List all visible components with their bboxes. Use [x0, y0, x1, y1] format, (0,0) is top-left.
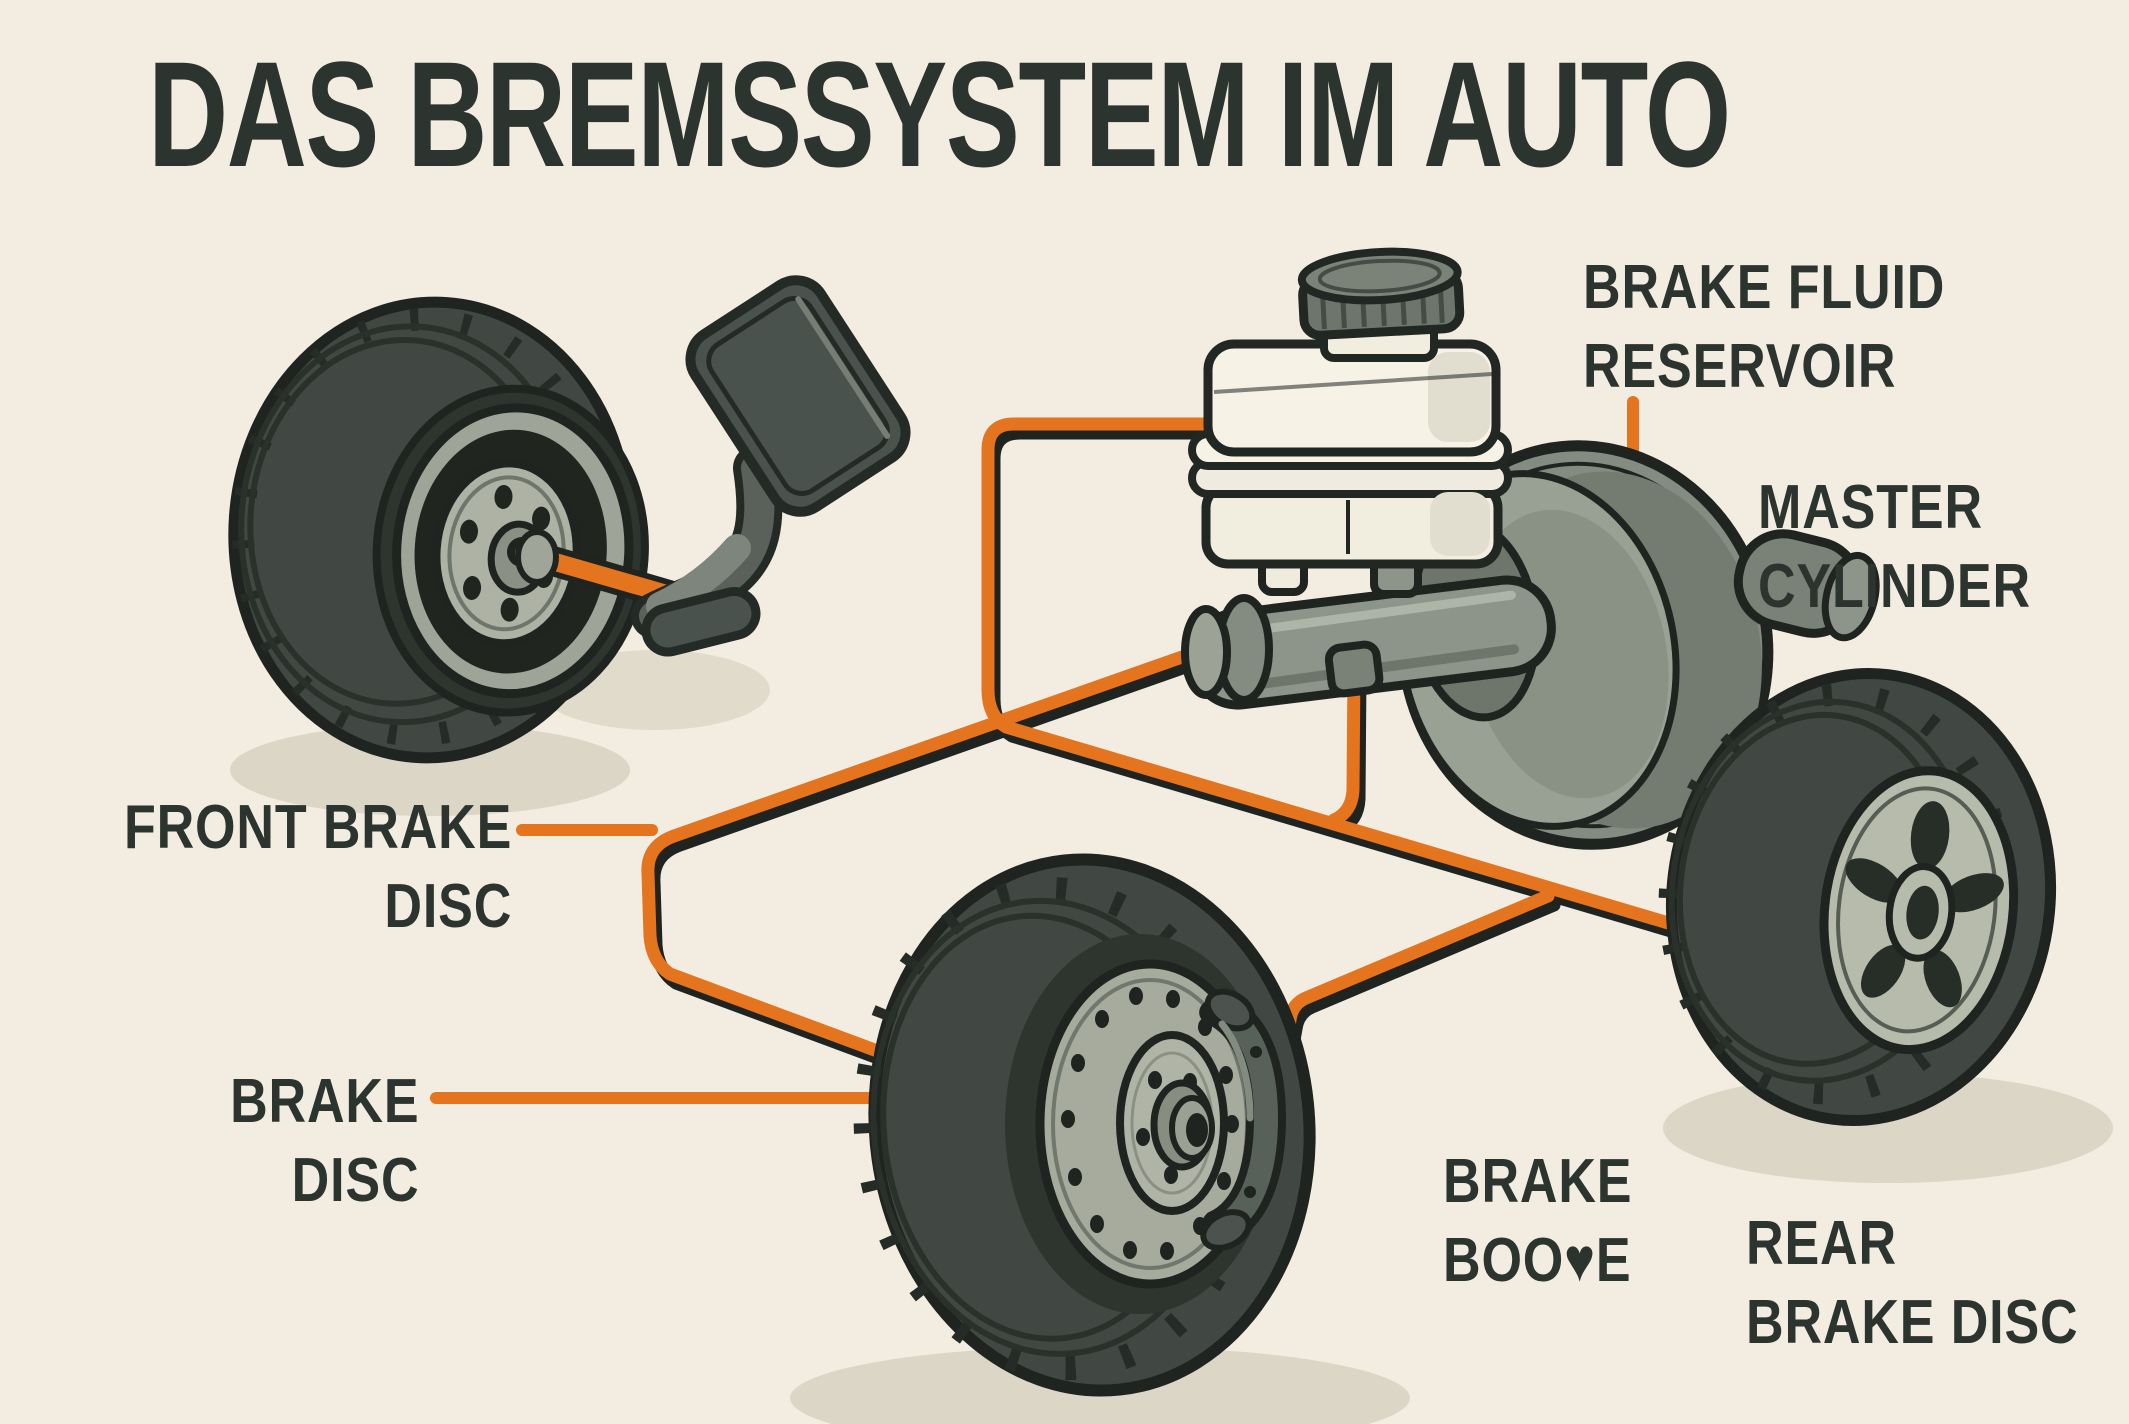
label-line: REAR	[1746, 1209, 1897, 1278]
rear-wheel	[1658, 667, 2057, 1127]
pedal-foot	[641, 587, 761, 657]
rim-spoke-openings	[1845, 801, 2004, 1008]
page-title: DAS BREMSSYSTEM IM AUTO	[148, 30, 1731, 198]
reservoir-shade	[1428, 352, 1490, 442]
cylinder-port	[1324, 640, 1384, 698]
label-rear-brake-disc: REAR BRAKE DISC	[1746, 1204, 2078, 1363]
pushrod-cap	[515, 529, 559, 585]
line-cylinder-port	[1327, 657, 1361, 827]
label-line: MASTER	[1758, 473, 1983, 542]
label-line: BOO♥E	[1443, 1226, 1632, 1296]
reservoir-cap	[1297, 247, 1465, 340]
rotor-drill-holes	[1061, 987, 1239, 1260]
rotor-center-bore	[1186, 1113, 1208, 1147]
label-line: BRAKE FLUID	[1583, 253, 1946, 322]
label-line: CYLINDER	[1758, 552, 2031, 622]
label-front-brake-disc: FRONT BRAKE DISC	[124, 788, 512, 947]
label-brake-fluid-reservoir: BRAKE FLUID RESERVOIR	[1583, 248, 1945, 407]
booster-stub	[1733, 529, 1880, 642]
reservoir-shade	[1430, 492, 1490, 556]
label-brake-disc: BRAKE DISC	[230, 1062, 419, 1221]
brake-fluid-reservoir-body	[1188, 339, 1512, 569]
master-cylinder-assembly	[1181, 247, 1880, 850]
front-wheel-shadow	[230, 724, 630, 816]
front-brake-disc-wheel	[853, 853, 1316, 1397]
cylinder-tip	[1181, 605, 1231, 699]
label-line: RESERVOIR	[1583, 332, 1897, 402]
pedal-arm-highlight	[646, 534, 751, 620]
label-line: DISC	[291, 1146, 419, 1216]
rim-hub-bore	[1906, 885, 1939, 940]
line-cylinder-to-front-disc	[641, 643, 1209, 1059]
label-line: BRAKE DISC	[1746, 1288, 2079, 1358]
label-line: BRAKE	[1443, 1147, 1633, 1216]
label-master-cylinder: MASTER CYLINDER	[1758, 468, 2031, 627]
rim-inner-ring	[1836, 786, 1998, 1034]
label-line: BRAKE	[229, 1067, 419, 1136]
pedal-pad	[685, 275, 911, 517]
label-line: DISC	[384, 872, 512, 942]
label-line: FRONT BRAKE	[123, 793, 512, 862]
brake-pedal	[631, 275, 911, 657]
brake-caliper	[1199, 988, 1286, 1251]
label-brake-booster: BRAKE BOO♥E	[1443, 1142, 1632, 1301]
